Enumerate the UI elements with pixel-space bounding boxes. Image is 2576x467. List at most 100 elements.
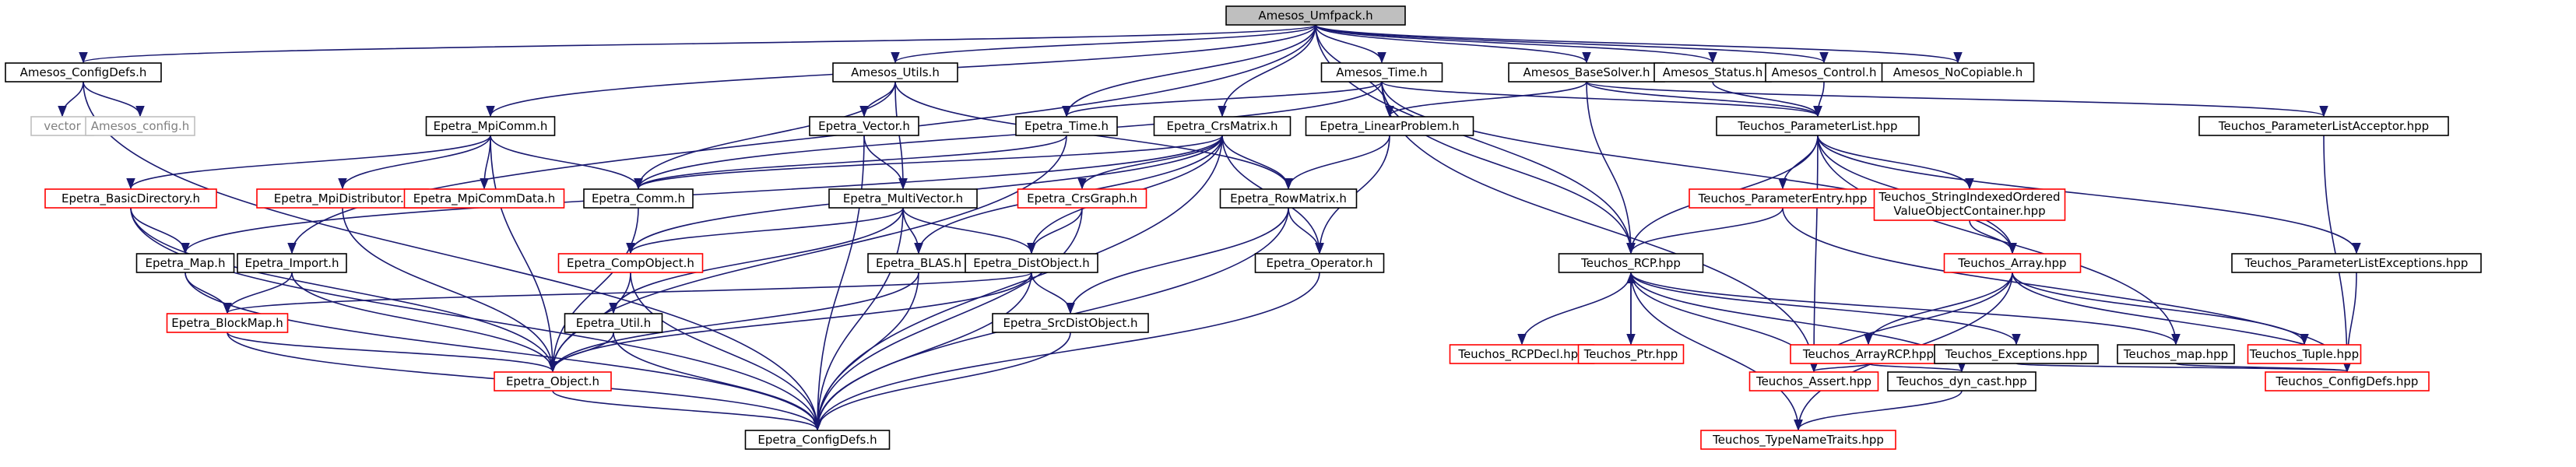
node-epetra_util[interactable]: Epetra_Util.h [564, 313, 663, 333]
node-label: Amesos_NoCopiable.h [1893, 65, 2023, 80]
node-epetra_configdefs[interactable]: Epetra_ConfigDefs.h [744, 430, 891, 450]
node-amesos_control[interactable]: Amesos_Control.h [1765, 62, 1883, 83]
node-box [1225, 5, 1406, 26]
edge-teuchos_array-to-teuchos_tuple [2012, 272, 2309, 346]
edge-amesos_time-to-teuchos_rcp [1381, 81, 1636, 255]
node-teuchos_map[interactable]: Teuchos_map.hpp [2117, 344, 2235, 364]
node-amesos_basesolver[interactable]: Amesos_BaseSolver.h [1508, 62, 1665, 83]
node-box [2231, 253, 2482, 273]
node-teuchos_rcp[interactable]: Teuchos_RCP.hpp [1558, 253, 1704, 273]
node-epetra_compobject[interactable]: Epetra_CompObject.h [557, 253, 704, 273]
node-epetra_vector[interactable]: Epetra_Vector.h [809, 116, 919, 136]
node-epetra_map[interactable]: Epetra_Map.h [135, 253, 235, 273]
node-epetra_crsgraph[interactable]: Epetra_CrsGraph.h [1017, 188, 1147, 209]
edge-epetra_blockmap-to-epetra_object [227, 332, 557, 373]
node-teuchos_stringindexed[interactable]: Teuchos_StringIndexedOrderedValueObjectC… [1873, 188, 2066, 221]
node-teuchos_parameterlistacceptor[interactable]: Teuchos_ParameterListAcceptor.hpp [2198, 116, 2449, 136]
node-teuchos_dyncast[interactable]: Teuchos_dyn_cast.hpp [1887, 371, 2037, 392]
node-label: Amesos_Control.h [1772, 65, 1877, 80]
node-teuchos_typenametraits[interactable]: Teuchos_TypeNameTraits.hpp [1700, 430, 1896, 450]
edge-amesos_time-to-epetra_time [1062, 81, 1383, 118]
node-label: Epetra_Vector.h [818, 119, 910, 134]
edge-amesos_time-to-teuchos_parameterlist [1381, 81, 1822, 118]
node-epetra_blockmap[interactable]: Epetra_BlockMap.h [166, 313, 289, 333]
edge-teuchos_parameterentry-to-teuchos_rcp [1626, 207, 1784, 255]
edge-amesos_configdefs-to-amesos_config [83, 81, 145, 118]
node-box [1577, 344, 1685, 364]
edge-epetra_basicdirectory-to-epetra_object [130, 207, 557, 373]
node-box [564, 313, 663, 333]
node-teuchos_configdefs[interactable]: Teuchos_ConfigDefs.hpp [2265, 371, 2430, 392]
node-epetra_time[interactable]: Epetra_Time.h [1015, 116, 1118, 136]
node-box [1015, 116, 1118, 136]
node-amesos_status[interactable]: Amesos_Status.h [1653, 62, 1772, 83]
node-box [2117, 344, 2235, 364]
edge-epetra_srcdistobject-to-epetra_configdefs [813, 332, 1071, 431]
node-label: Teuchos_ArrayRCP.hpp [1802, 347, 1934, 362]
edge-amesos_basesolver-to-epetra_linearproblem [1385, 81, 1587, 118]
node-teuchos_array[interactable]: Teuchos_Array.hpp [1943, 253, 2082, 273]
node-box [2198, 116, 2449, 136]
node-box [166, 313, 289, 333]
node-label: Epetra_LinearProblem.h [1320, 119, 1459, 134]
edge-teuchos_rcp-to-teuchos_map [1630, 272, 2181, 346]
node-box [1934, 344, 2099, 364]
node-epetra_blas[interactable]: Epetra_BLAS.h [867, 253, 970, 273]
node-label: Epetra_ConfigDefs.h [757, 433, 877, 448]
node-label: Teuchos_TypeNameTraits.hpp [1712, 433, 1884, 448]
node-epetra_crsmatrix[interactable]: Epetra_CrsMatrix.h [1153, 116, 1292, 136]
edge-epetra_vector-to-epetra_multivector [863, 135, 908, 190]
node-teuchos_parameterlist[interactable]: Teuchos_ParameterList.hpp [1716, 116, 1920, 136]
edge-teuchos_parameterentry-to-teuchos_configdefs [1782, 207, 2352, 373]
node-epetra_basicdirectory[interactable]: Epetra_BasicDirectory.h [44, 188, 217, 209]
node-amesos_configdefs[interactable]: Amesos_ConfigDefs.h [5, 62, 162, 83]
node-box [2265, 371, 2430, 392]
node-epetra_import[interactable]: Epetra_Import.h [237, 253, 347, 273]
node-box [5, 62, 162, 83]
node-epetra_linearproblem[interactable]: Epetra_LinearProblem.h [1305, 116, 1474, 136]
node-label: Amesos_BaseSolver.h [1523, 65, 1650, 80]
node-epetra_distobject[interactable]: Epetra_DistObject.h [965, 253, 1098, 273]
node-teuchos_tuple[interactable]: Teuchos_Tuple.hpp [2247, 344, 2362, 364]
node-teuchos_assert[interactable]: Teuchos_Assert.hpp [1748, 371, 1879, 392]
node-epetra_rowmatrix[interactable]: Epetra_RowMatrix.h [1219, 188, 1358, 209]
node-epetra_multivector[interactable]: Epetra_MultiVector.h [828, 188, 978, 209]
node-epetra_comm[interactable]: Epetra_Comm.h [583, 188, 694, 209]
node-label: Teuchos_RCPDecl.hpp [1457, 347, 1585, 362]
node-epetra_mpicommdata[interactable]: Epetra_MpiCommData.h [403, 188, 565, 209]
edge-epetra_distobject-to-epetra_blockmap [223, 272, 1032, 314]
edge-epetra_mpicomm-to-epetra_basicdirectory [126, 135, 491, 190]
node-label: Epetra_MpiComm.h [434, 119, 548, 134]
node-teuchos_parameterentry[interactable]: Teuchos_ParameterEntry.hpp [1689, 188, 1877, 209]
node-label: Epetra_CrsGraph.h [1027, 191, 1137, 206]
node-amesos_nocopiable[interactable]: Amesos_NoCopiable.h [1881, 62, 2035, 83]
edge-teuchos_map-to-teuchos_configdefs [2175, 360, 2352, 373]
edge-epetra_mpicomm-to-epetra_object [490, 135, 557, 373]
edge-amesos_configdefs-to-vector [58, 81, 84, 118]
edge-amesos_utils-to-epetra_vector [859, 81, 896, 118]
node-teuchos_rcpdecl[interactable]: Teuchos_RCPDecl.hpp [1449, 344, 1595, 364]
node-amesos_time[interactable]: Amesos_Time.h [1320, 62, 1443, 83]
node-epetra_mpicomm[interactable]: Epetra_MpiComm.h [425, 116, 556, 136]
edge-teuchos_parameterlist-to-teuchos_map [1817, 135, 2181, 346]
node-box [135, 253, 235, 273]
node-epetra_srcdistobject[interactable]: Epetra_SrcDistObject.h [992, 313, 1149, 333]
edge-epetra_import-to-epetra_object [291, 272, 557, 373]
node-label: Epetra_BasicDirectory.h [62, 191, 200, 206]
edge-epetra_basicdirectory-to-epetra_map [130, 207, 190, 255]
node-teuchos_parameterlistexceptions[interactable]: Teuchos_ParameterListExceptions.hpp [2231, 253, 2482, 273]
node-label: Epetra_MpiCommData.h [413, 191, 556, 206]
edge-teuchos_stringindexed-to-teuchos_array [1969, 219, 2017, 255]
edge-epetra_crsmatrix-to-epetra_configdefs [813, 135, 1223, 431]
node-epetra_object[interactable]: Epetra_Object.h [494, 371, 612, 392]
edge-epetra_util-to-epetra_configdefs [613, 332, 822, 431]
node-amesos_utils[interactable]: Amesos_Utils.h [832, 62, 958, 83]
node-epetra_mpidistributor[interactable]: Epetra_MpiDistributor.h [256, 188, 429, 209]
node-teuchos_exceptions[interactable]: Teuchos_Exceptions.hpp [1934, 344, 2099, 364]
node-epetra_operator[interactable]: Epetra_Operator.h [1254, 253, 1385, 273]
node-teuchos_ptr[interactable]: Teuchos_Ptr.hpp [1577, 344, 1685, 364]
edge-epetra_crsmatrix-to-epetra_comm [634, 135, 1223, 190]
nodes-layer: Amesos_Umfpack.hAmesos_ConfigDefs.hvecto… [5, 5, 2482, 450]
edge-epetra_blas-to-epetra_configdefs [813, 272, 919, 431]
node-teuchos_arrayrcp[interactable]: Teuchos_ArrayRCP.hpp [1790, 344, 1947, 364]
